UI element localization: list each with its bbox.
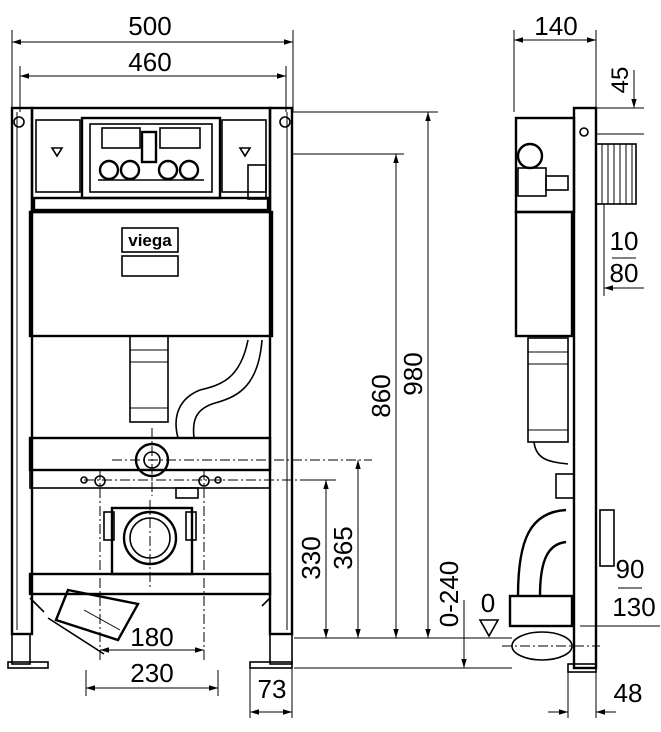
- dim-140: 140: [513, 11, 597, 112]
- dim-230: 230: [85, 658, 219, 696]
- side-foot: 48: [548, 663, 643, 718]
- label-980: 980: [398, 352, 428, 395]
- outlet-bracket: [103, 500, 197, 590]
- side-view: 140 45: [502, 11, 660, 718]
- label-45: 45: [607, 67, 634, 94]
- front-view: 500 460: [7, 11, 512, 718]
- label-140: 140: [534, 11, 577, 41]
- dim-width-460: 460: [19, 47, 287, 112]
- label-width-500: 500: [128, 11, 171, 41]
- label-330: 330: [296, 536, 326, 579]
- dim-860: 860: [292, 153, 404, 638]
- side-bend: [502, 508, 615, 668]
- label-48: 48: [614, 678, 643, 708]
- label-860: 860: [366, 374, 396, 417]
- dim-980: 980: [292, 111, 438, 638]
- dim-90-130: 90 130: [580, 554, 660, 627]
- side-frame: [514, 106, 598, 670]
- flush-pipe: [129, 335, 263, 439]
- dim-330: 330: [296, 479, 336, 638]
- dim-365: 365: [328, 460, 361, 638]
- bottom-rail: [28, 572, 272, 655]
- dim-0-240: 0-240: [294, 561, 512, 669]
- frame-left-upright: [7, 106, 49, 669]
- cross-bar: [28, 428, 372, 662]
- label-365: 365: [328, 526, 358, 569]
- dim-width-500: 500: [11, 11, 294, 112]
- frame-right-upright: [249, 106, 294, 669]
- triangle-down-icon: [478, 619, 500, 638]
- flush-plate-profile: [595, 143, 637, 205]
- label-10: 10: [610, 226, 639, 256]
- label-width-460: 460: [128, 47, 171, 77]
- label-0-240: 0-240: [434, 561, 464, 628]
- cistern: viega: [28, 106, 274, 338]
- label-90: 90: [616, 554, 645, 584]
- viega-logo: viega: [128, 231, 172, 250]
- dim-73: 73: [249, 668, 293, 718]
- label-73: 73: [258, 674, 287, 704]
- label-230: 230: [130, 658, 173, 688]
- dim-45: 45: [596, 67, 644, 135]
- label-130: 130: [612, 592, 655, 622]
- label-80: 80: [610, 258, 639, 288]
- side-pipe: [527, 337, 575, 499]
- label-floor-0: 0: [481, 588, 495, 618]
- dim-10-80: 10 80: [603, 204, 644, 296]
- label-180: 180: [130, 622, 173, 652]
- dim-180: 180: [100, 622, 204, 653]
- floor-marker: 0: [478, 588, 500, 638]
